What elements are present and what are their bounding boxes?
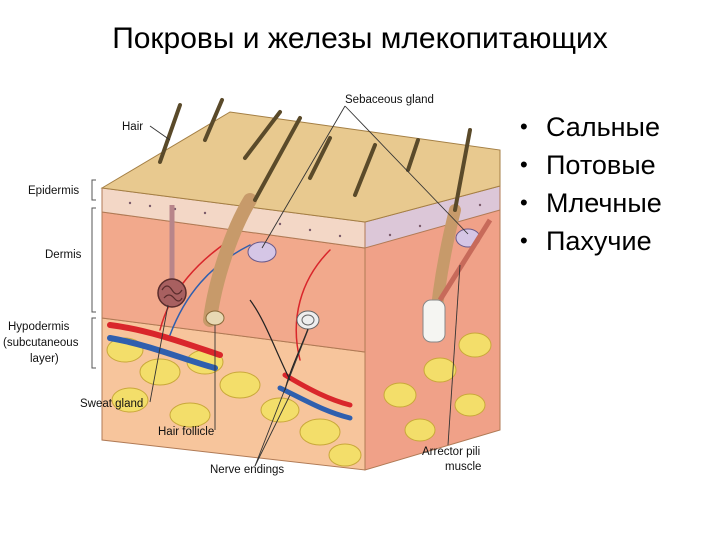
- leader-lines: [149, 105, 469, 467]
- label-arrector-pili: Arrector pili: [422, 446, 480, 458]
- sebaceous-gland: [247, 241, 277, 263]
- skin-surface: [100, 111, 501, 223]
- slide-title: Покровы и железы млекопитающих: [112, 22, 608, 55]
- gland-list: • Сальные • Потовые • Млечные • Пахучие: [520, 108, 662, 260]
- artery: [282, 372, 353, 408]
- bullet-icon: •: [520, 152, 528, 177]
- label-hypodermis: Hypodermis: [8, 321, 70, 333]
- list-item-label: Млечные: [546, 188, 662, 218]
- capillary: [159, 239, 231, 331]
- label-sweat-gland: Sweat gland: [80, 398, 143, 410]
- list-item-label: Пахучие: [546, 226, 652, 256]
- label-sebaceous-gland: Sebaceous gland: [345, 94, 434, 106]
- blood-vessels: [107, 239, 353, 421]
- layer-brackets: [91, 179, 96, 369]
- artery: [107, 322, 223, 358]
- list-item: • Сальные: [520, 108, 662, 146]
- label-dermis: Dermis: [45, 249, 82, 261]
- hairs: [158, 98, 472, 212]
- bullet-icon: •: [520, 228, 528, 253]
- list-item-label: Потовые: [546, 150, 656, 180]
- bullet-icon: •: [520, 114, 528, 139]
- label-hair: Hair: [122, 121, 143, 133]
- bullet-icon: •: [520, 190, 528, 215]
- list-item-label: Сальные: [546, 112, 660, 142]
- nerve-ending: [249, 299, 320, 391]
- label-hypodermis: (subcutaneous: [3, 337, 79, 349]
- vein: [107, 335, 218, 371]
- list-item: • Пахучие: [520, 222, 662, 260]
- hair-follicle: [203, 193, 257, 327]
- list-item: • Потовые: [520, 146, 662, 184]
- arrector-muscle: [437, 218, 493, 302]
- label-hair-follicle: Hair follicle: [158, 426, 214, 438]
- list-item: • Млечные: [520, 184, 662, 222]
- capillary: [295, 249, 331, 361]
- sweat-gland: [157, 205, 187, 308]
- label-hypodermis: layer): [30, 353, 59, 365]
- label-epidermis: Epidermis: [28, 185, 79, 197]
- label-arrector-pili: muscle: [445, 461, 481, 473]
- hair-follicles: [203, 193, 493, 343]
- label-nerve-endings: Nerve endings: [210, 464, 284, 476]
- skin-cross-section-diagram: Hair Sebaceous gland Epidermis Dermis Hy…: [3, 94, 501, 476]
- capillary: [169, 244, 251, 336]
- vein: [277, 385, 353, 421]
